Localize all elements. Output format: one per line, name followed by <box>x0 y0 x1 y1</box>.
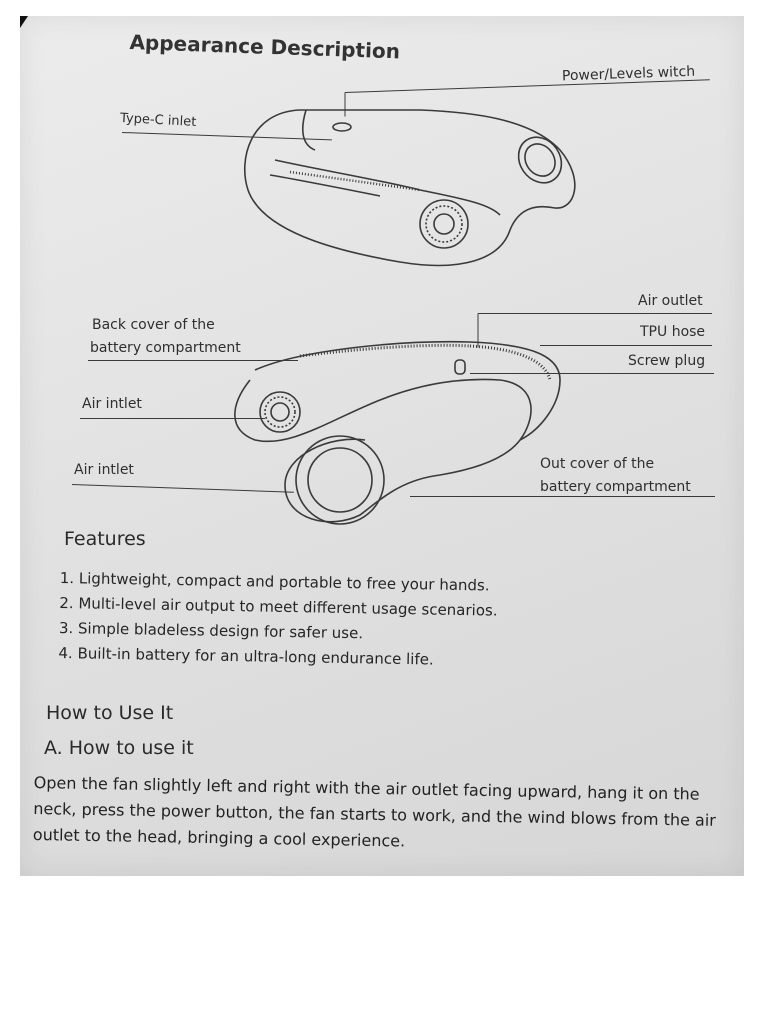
bottom-screw-plug <box>454 359 466 375</box>
features-heading: Features <box>64 528 146 550</box>
label-air-intlet-1: Air intlet <box>82 396 142 412</box>
leader-tpu-hose <box>540 345 712 346</box>
top-power-button <box>517 136 563 184</box>
features-list: 1. Lightweight, compact and portable to … <box>58 566 498 674</box>
label-air-intlet-2: Air intlet <box>74 462 134 478</box>
leader-air-outlet-vertical <box>477 313 479 348</box>
top-typec-port <box>332 122 352 132</box>
leader-air-outlet <box>478 313 712 314</box>
label-air-outlet: Air outlet <box>638 293 703 309</box>
how-to-use-subheading: A. How to use it <box>44 737 194 759</box>
label-back-cover-line2: battery compartment <box>90 340 241 356</box>
label-out-cover-line2: battery compartment <box>540 479 691 495</box>
leader-screw-plug <box>470 373 714 374</box>
top-fan-inner <box>274 159 501 216</box>
manual-page-photo <box>20 16 744 876</box>
leader-out-cover <box>410 496 715 497</box>
leader-back-cover <box>88 360 298 361</box>
top-intake-grille <box>419 199 469 249</box>
bottom-cover-ring <box>295 435 385 525</box>
leader-power-vertical <box>344 92 346 117</box>
label-type-c-inlet: Type-C inlet <box>119 111 197 130</box>
page-corner-shadow <box>20 16 28 28</box>
bottom-intake-grille <box>259 391 301 433</box>
leader-air-intlet-1 <box>80 418 265 419</box>
how-to-use-heading: How to Use It <box>46 702 174 724</box>
label-tpu-hose: TPU hose <box>640 324 706 340</box>
how-to-use-paragraph: Open the fan slightly left and right wit… <box>32 772 716 851</box>
label-out-cover-line1: Out cover of the <box>540 456 655 472</box>
label-screw-plug: Screw plug <box>628 353 706 369</box>
bottom-fan-outline <box>234 378 532 523</box>
label-back-cover-line1: Back cover of the <box>92 317 215 333</box>
